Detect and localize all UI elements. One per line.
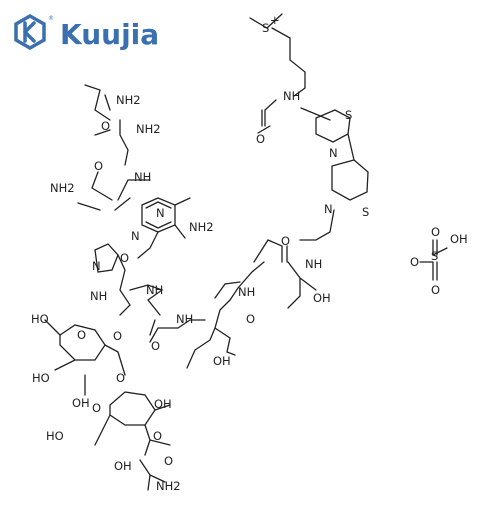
thiazole1-n: N — [329, 146, 338, 160]
sugar1-oh3: OH — [72, 396, 90, 410]
asn-nh2-top: NH2 — [116, 93, 141, 107]
val-o: O — [246, 312, 255, 326]
imidazole-n: N — [92, 259, 101, 273]
sugar2-oh: OH — [154, 397, 172, 411]
sugar1-ho2: HO — [32, 371, 50, 385]
thiazole2-n: N — [324, 202, 333, 216]
nh-his: NH — [146, 283, 163, 297]
sugar1-o-link: O — [116, 371, 125, 385]
thiazole1-s: S — [345, 108, 352, 122]
val-oh: OH — [213, 354, 231, 368]
carbamate-o: O — [164, 454, 173, 468]
sugar2-oh-bottom: OH — [114, 459, 132, 473]
sulfonium-charge: + — [270, 13, 280, 27]
asn-o-top: O — [101, 119, 110, 133]
o-amide-left: O — [94, 159, 103, 173]
carbonyl-o-top: O — [256, 132, 265, 146]
thiazole2-s: S — [362, 205, 369, 219]
amide-nh-top: NH — [283, 89, 300, 103]
sugar1-o-ring: O — [77, 328, 86, 342]
atom-labels: S + NH O S N N S NH O NH OH OH S O O O N… — [31, 13, 468, 493]
thr-carbonyl-o: O — [281, 234, 290, 248]
o-his-co: O — [151, 339, 160, 353]
o-ether: O — [113, 329, 122, 343]
nh-val: NH — [176, 312, 193, 326]
imidazole-nh: NH — [90, 289, 107, 303]
sugar2-o-carbamate: O — [153, 429, 162, 443]
sulfonium-label: S — [262, 21, 269, 35]
registered-mark: ® — [48, 15, 54, 22]
sugar1-ho: HO — [31, 312, 49, 326]
sulfate-oh: OH — [450, 232, 468, 246]
hexagon-k-icon — [14, 13, 46, 51]
pyr-nh2: NH2 — [189, 220, 214, 234]
nh2-amide-left: NH2 — [50, 181, 75, 195]
brand-name: Kuujia — [60, 18, 159, 51]
sulfate-o-top: O — [431, 225, 440, 239]
sulfate-s: S — [431, 249, 438, 263]
bond-lines — [44, 13, 448, 491]
pyr-n1: N — [156, 206, 165, 220]
sulfate-o-left: O — [410, 255, 419, 269]
thr-nh: NH — [238, 285, 255, 299]
kuujia-logo: Kuujia ® — [14, 13, 159, 51]
asn-nh2-alpha: NH2 — [136, 122, 161, 136]
sulfate-o-bottom: O — [431, 283, 440, 297]
carbamate-nh2: NH2 — [156, 479, 181, 493]
sugar2-ho: HO — [46, 429, 64, 443]
nh-left: NH — [134, 170, 151, 184]
pyr-n2: N — [131, 229, 140, 243]
chain-nh-right: NH — [305, 257, 322, 271]
o-carbonyl-pyr: O — [120, 251, 129, 265]
thr-oh: OH — [313, 291, 331, 305]
sugar2-o-ring: O — [92, 401, 101, 415]
